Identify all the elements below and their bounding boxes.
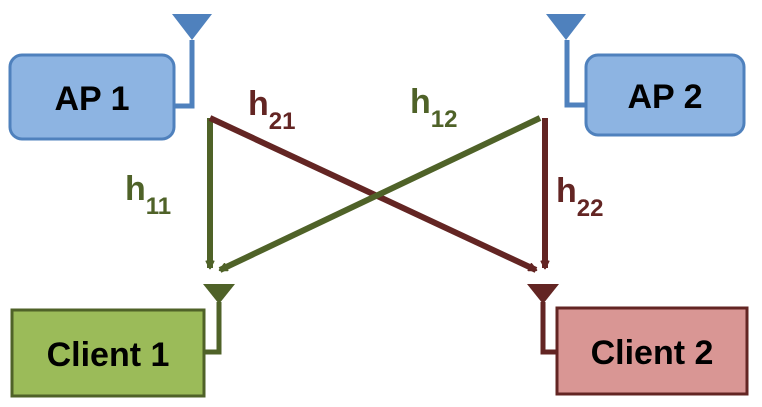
- client2-node: Client 2: [555, 306, 749, 396]
- channel-h22-label: h22: [556, 172, 603, 222]
- ap2-box: [584, 53, 746, 137]
- ap2-label: AP 2: [628, 78, 703, 116]
- channel-h12-label: h12: [410, 83, 457, 133]
- ap1-label: AP 1: [55, 80, 130, 118]
- ap1-antenna-icon: [172, 14, 212, 109]
- ap2-antenna-icon: [546, 14, 586, 108]
- client1-antenna-icon: [203, 284, 235, 355]
- ap1-node: AP 1: [8, 53, 176, 141]
- client2-antenna-icon: [527, 284, 559, 355]
- channel-h21-arrow: [208, 115, 538, 273]
- channel-h12-arrow: [218, 115, 542, 273]
- channel-h21-label: h21: [248, 85, 295, 135]
- client1-node: Client 1: [10, 308, 206, 398]
- ap2-node: AP 2: [584, 53, 746, 137]
- client2-label: Client 2: [591, 334, 714, 372]
- channel-h11-label: h11: [125, 170, 171, 220]
- client1-box: [10, 308, 206, 398]
- ap1-box: [8, 53, 176, 141]
- client1-label: Client 1: [47, 336, 170, 374]
